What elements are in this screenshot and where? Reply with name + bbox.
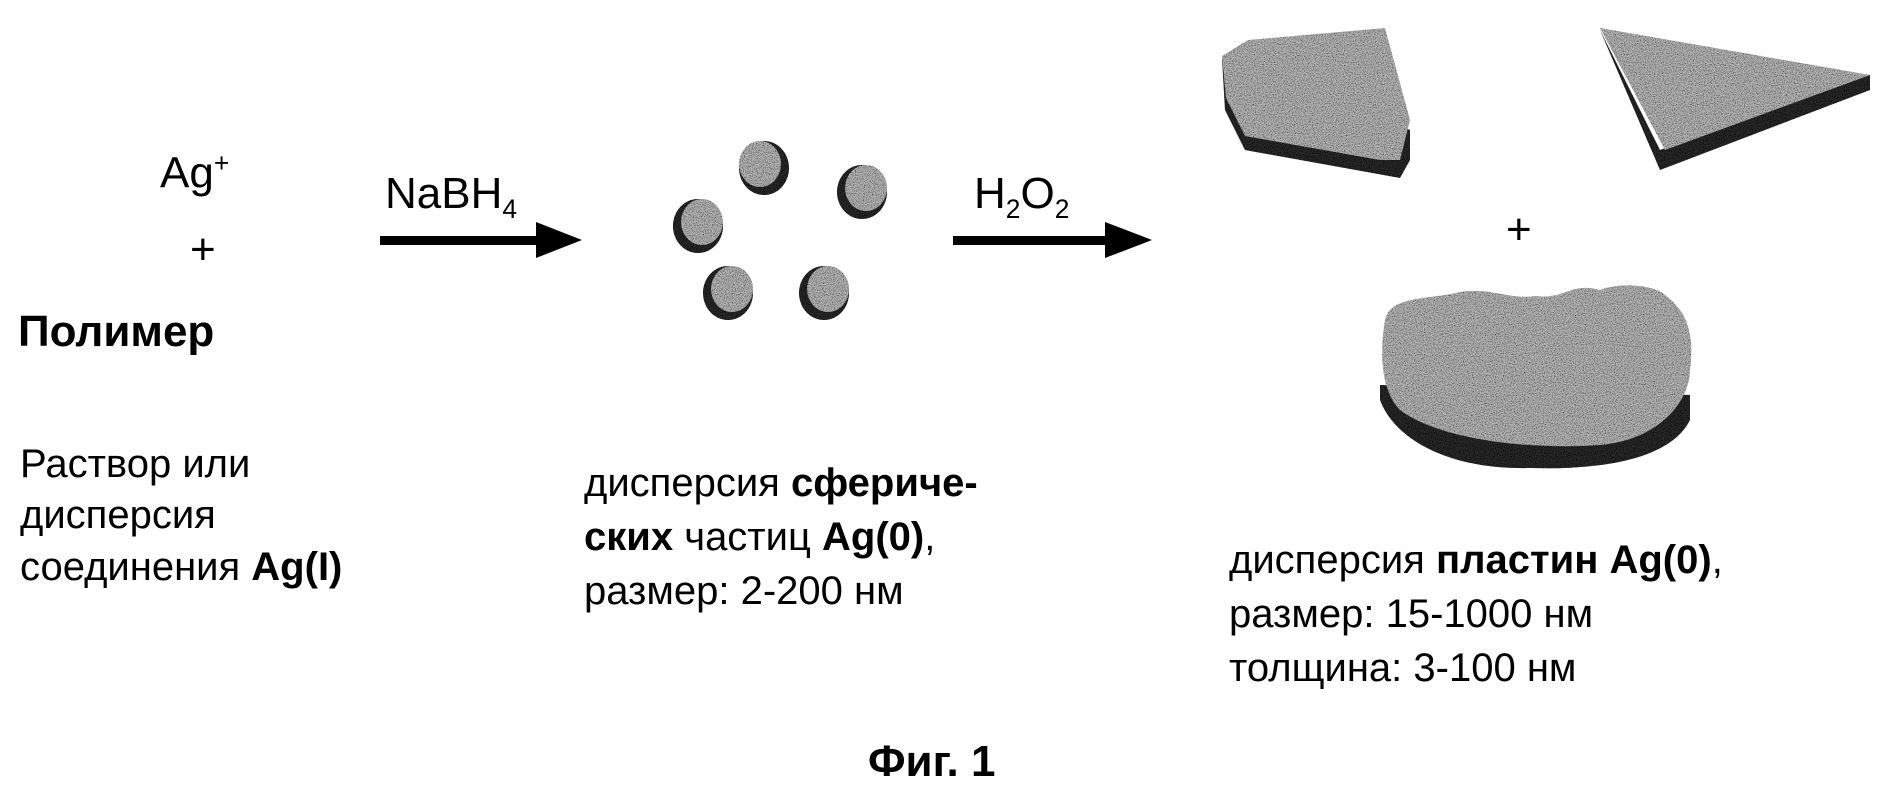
figure-caption: Фиг. 1 xyxy=(868,737,996,786)
text-bold: ских xyxy=(584,515,674,559)
ion-charge: + xyxy=(213,148,230,178)
text: H xyxy=(974,169,1006,218)
subscript: 4 xyxy=(502,193,518,224)
plates-size: размер: 15-1000 нм xyxy=(1229,592,1594,636)
text-bold: сфериче- xyxy=(790,461,978,505)
text-bold: Ag(0) xyxy=(822,515,925,559)
reactant-description-line2: дисперсия xyxy=(20,493,216,537)
arrow-h2o2 xyxy=(953,222,1152,258)
spheres-line2: ских частиц Ag(0), xyxy=(584,517,935,557)
silver-ion: Ag+ xyxy=(160,150,229,196)
reagent-h2o2: H2O2 xyxy=(974,172,1069,222)
hexagonal-plate xyxy=(1222,28,1410,178)
arrow-nabh4 xyxy=(380,222,582,258)
plates-plus-sign: + xyxy=(1506,205,1532,254)
spherical-particles xyxy=(673,141,887,320)
text: дисперсия xyxy=(1229,538,1436,582)
text: , xyxy=(1711,538,1723,582)
plates-line1: дисперсия пластин Ag(0), xyxy=(1229,540,1723,580)
ion-symbol: Ag xyxy=(160,148,214,198)
plates-thickness: толщина: 3-100 нм xyxy=(1229,646,1577,690)
text: соединения xyxy=(20,545,252,589)
irregular-plate xyxy=(1380,285,1692,469)
subscript: 2 xyxy=(1005,193,1021,224)
text: O xyxy=(1020,169,1055,218)
sphere xyxy=(739,141,789,195)
subscript: 2 xyxy=(1054,193,1070,224)
sphere xyxy=(799,266,849,320)
text: NaBH xyxy=(385,169,503,218)
reactant-description-line1: Раствор или xyxy=(20,442,251,486)
text: частиц xyxy=(673,515,822,559)
reagent-nabh4: NaBH4 xyxy=(385,172,517,222)
reactant-description-line3: соединения Ag(I) xyxy=(20,547,342,587)
plus-sign: + xyxy=(190,225,216,274)
spheres-line1: дисперсия сфериче- xyxy=(584,463,978,503)
triangular-plate xyxy=(1600,28,1870,170)
sphere xyxy=(703,266,753,320)
spheres-size: размер: 2-200 нм xyxy=(584,569,904,613)
polymer-label: Полимер xyxy=(18,307,215,356)
text: , xyxy=(924,515,936,559)
sphere xyxy=(837,165,887,219)
ag-i-label: Ag(I) xyxy=(251,545,343,589)
text-bold: пластин Ag(0) xyxy=(1435,538,1712,582)
text: дисперсия xyxy=(584,461,791,505)
sphere xyxy=(673,199,723,253)
